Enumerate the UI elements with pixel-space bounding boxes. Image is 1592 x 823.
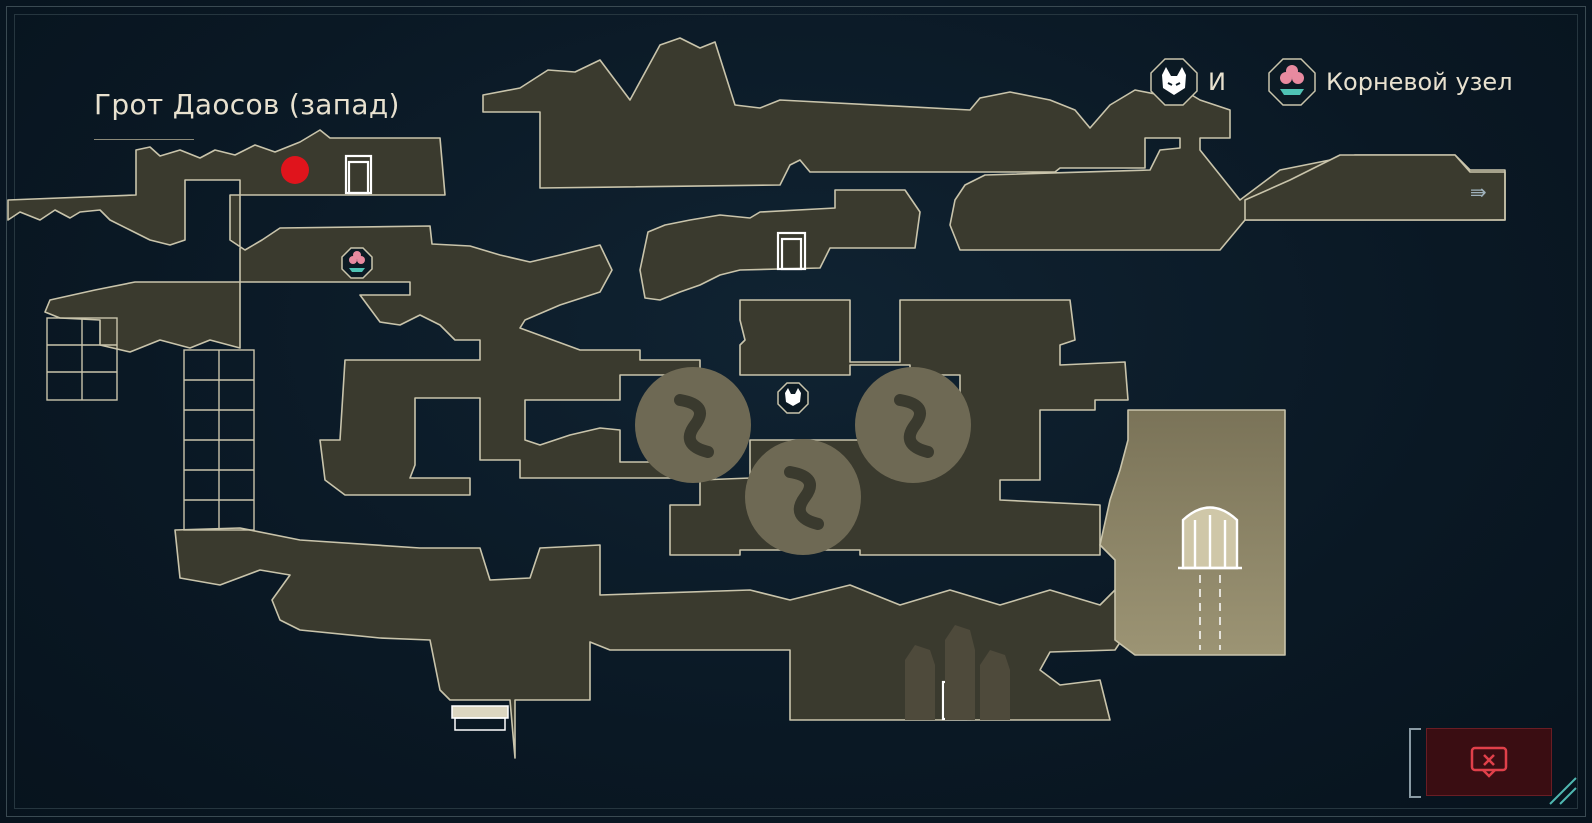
custom-marker-icon xyxy=(281,156,309,184)
close-button-bracket xyxy=(1409,728,1421,798)
legend-label-player: И xyxy=(1208,68,1226,96)
cage-icon xyxy=(1178,506,1242,650)
elevator-icon xyxy=(451,705,509,731)
legend-label-root-node: Корневой узел xyxy=(1326,68,1513,96)
title-underline xyxy=(94,139,194,140)
close-map-button[interactable] xyxy=(1426,728,1552,796)
room-upper-left xyxy=(7,129,701,496)
room-upper-corridor xyxy=(482,37,1506,251)
statues-lower xyxy=(905,625,1010,720)
close-map-icon xyxy=(1470,746,1508,778)
room-far-right xyxy=(1244,154,1506,221)
room-lower-corridor xyxy=(174,527,1126,759)
root-node-icon xyxy=(1268,58,1316,106)
player-map-marker xyxy=(777,382,809,414)
legend-item-player: И xyxy=(1150,58,1226,106)
area-title: Грот Даосов (запад) xyxy=(94,88,400,121)
corner-decoration-icon xyxy=(1549,777,1577,805)
legend-item-root-node: Корневой узел xyxy=(1268,58,1513,106)
room-mid-door xyxy=(639,189,921,301)
fox-mask-icon xyxy=(1150,58,1198,106)
root-node-map-marker xyxy=(341,247,373,279)
exit-arrow-icon[interactable]: ⇛ xyxy=(1470,180,1487,204)
ladder-left xyxy=(183,349,255,531)
ladder-far-left xyxy=(46,317,118,401)
spiral-symbols xyxy=(635,367,971,555)
